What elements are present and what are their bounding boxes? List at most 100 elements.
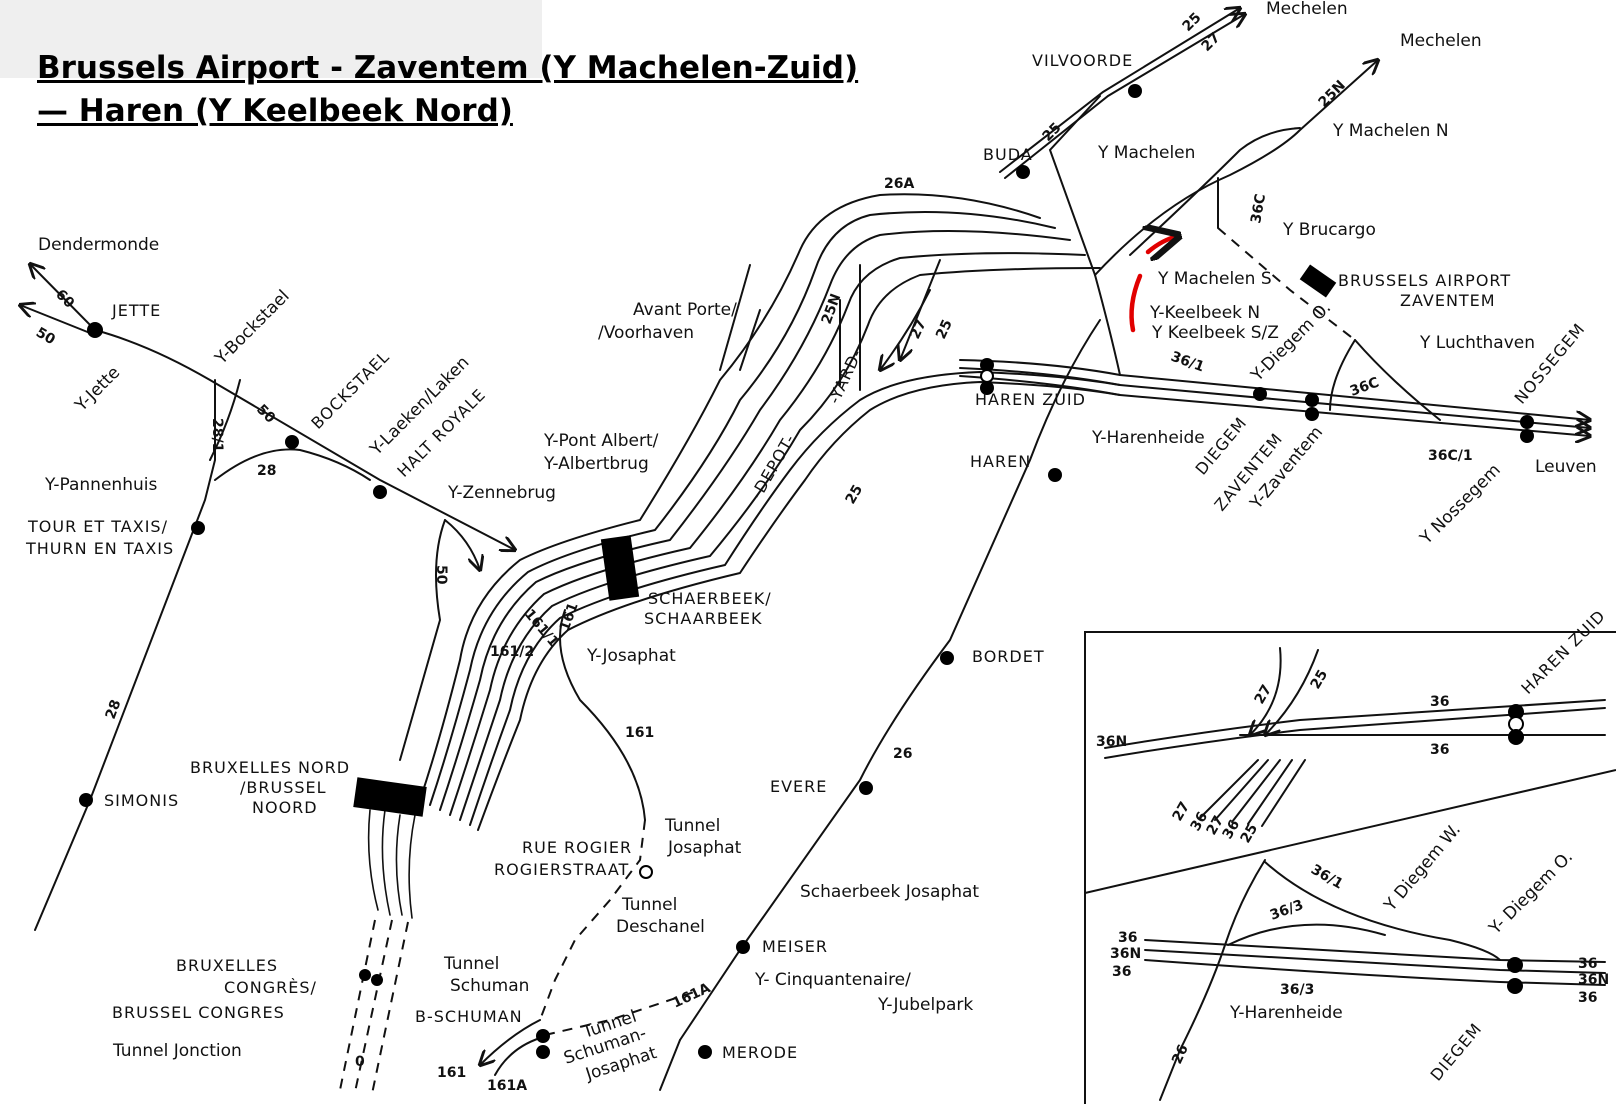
label-y-brucargo: Y Brucargo	[1282, 220, 1376, 240]
label-l161-2: 161/2	[490, 644, 534, 660]
label-b27: 27	[1170, 799, 1194, 824]
label-tunnel-deschanel-1: Tunnel	[621, 895, 677, 915]
label-l36-1: 36/1	[1308, 862, 1346, 893]
map-subtitle: — Haren (Y Keelbeek Nord)	[37, 93, 513, 129]
label-l27a: 27	[1199, 30, 1224, 55]
label-l25: 25	[1308, 667, 1332, 692]
label-bruxelles-congres-3: BRUSSEL CONGRES	[112, 1003, 285, 1022]
highlight-y-keelbeek	[1129, 273, 1143, 333]
label-l50: 50	[33, 325, 58, 349]
label-tunnel-deschanel-2: Deschanel	[616, 917, 705, 937]
title-background	[0, 0, 542, 78]
label-buda: BUDA	[983, 145, 1033, 164]
label-l36c-top: 36C	[1248, 193, 1269, 225]
label-l25n-top: 25N	[1316, 77, 1349, 110]
label-bruxelles-nord-1: BRUXELLES NORD	[190, 758, 350, 777]
label-y-josaphat: Y-Josaphat	[586, 646, 676, 666]
label-tunnel-schuman-2: Schuman	[450, 976, 529, 996]
label-zaventem-airport: ZAVENTEM	[1400, 291, 1496, 310]
label-l0: 0	[355, 1054, 365, 1070]
label-tunnel-schuman-1: Tunnel	[443, 954, 499, 974]
tracks-bruxelles-nord	[339, 809, 416, 1095]
place-labels: Mechelen Mechelen VILVOORDE BUDA Y Mache…	[25, 0, 1597, 1085]
label-l26: 26	[1169, 1042, 1192, 1066]
label-b-schuman: B-SCHUMAN	[415, 1007, 523, 1026]
label-l161a-bottom: 161A	[487, 1078, 527, 1094]
label-bockstael: BOCKSTAEL	[307, 347, 393, 433]
label-y-machelen-s: Y Machelen S	[1157, 269, 1272, 289]
label-haren-zuid: HAREN ZUID	[975, 390, 1086, 409]
schaerbeek-station-block	[600, 535, 640, 601]
label-l26a: 26A	[884, 176, 914, 192]
label-right-36n: 36N	[1578, 972, 1609, 988]
label-l36-3: 36/3	[1268, 897, 1306, 924]
label-dendermonde: Dendermonde	[38, 235, 159, 255]
label-tour-taxis-2: THURN EN TAXIS	[25, 539, 174, 558]
label-haren-zuid: HAREN ZUID	[1517, 606, 1609, 698]
label-tunnel-josaphat-1: Tunnel	[664, 816, 720, 836]
label-avant-porte: Avant Porte/	[633, 300, 737, 320]
tracks-west	[20, 264, 515, 931]
label-tour-taxis-1: TOUR ET TAXIS/	[27, 517, 168, 536]
label-l36b: 36	[1430, 742, 1449, 758]
label-halt-royale: HALT ROYALE	[393, 385, 489, 481]
label-mechelen-top: Mechelen	[1266, 0, 1348, 19]
label-left-36a: 36	[1118, 930, 1137, 946]
label-l36-1: 36/1	[1169, 349, 1207, 376]
label-evere: EVERE	[770, 777, 827, 796]
label-y-machelen-n: Y Machelen N	[1332, 121, 1449, 141]
tracks-line-161	[480, 609, 701, 1076]
label-rue-rogier: RUE ROGIER	[522, 838, 632, 857]
label-schaerbeek-2: SCHAARBEEK	[644, 609, 763, 628]
label-bordet: BORDET	[972, 647, 1045, 666]
label-brussels-airport: BRUSSELS AIRPORT	[1338, 271, 1511, 290]
label-y-jette: Y-Jette	[71, 363, 125, 417]
label-y-pont-albert-1: Y-Pont Albert/	[543, 431, 659, 451]
label-y-machelen: Y Machelen	[1097, 143, 1195, 163]
label-meiser: MEISER	[762, 937, 828, 956]
label-l161-bottom: 161	[437, 1065, 466, 1081]
label-bruxelles-congres-1: BRUXELLES	[176, 956, 278, 975]
label-right-36a: 36	[1578, 956, 1597, 972]
label-y-harenheide: Y-Harenheide	[1091, 428, 1205, 448]
label-l28: 28	[257, 463, 276, 479]
label-y-cinquantenaire-1: Y- Cinquantenaire/	[754, 970, 911, 990]
label-y-diegem-o: Y- Diegem O.	[1485, 847, 1577, 939]
label-l50c: 50	[433, 565, 449, 585]
label-leuven: Leuven	[1535, 457, 1597, 477]
label-l27: 27	[907, 317, 930, 341]
label-y-keelbeek-n: Y-Keelbeek N	[1149, 303, 1260, 323]
label-y-diegem-w: Y Diegem W.	[1380, 820, 1465, 916]
label-y-pannenhuis: Y-Pannenhuis	[44, 475, 157, 495]
label-voorhaven: /Voorhaven	[598, 323, 694, 343]
label-tunnel-josaphat-2: Josaphat	[667, 838, 742, 858]
label-schaerbeek-josaphat: Schaerbeek Josaphat	[800, 882, 979, 902]
label-rogierstraat: ROGIERSTRAAT	[494, 860, 629, 879]
inset-haren-zuid: 27 25 36 36 36N HAREN ZUID 27 36 27 36 2…	[1096, 606, 1609, 846]
label-y-nossegem: Y Nossegem	[1416, 460, 1505, 549]
highlight-y-machelen-s	[1148, 236, 1178, 252]
tracks-yard-bundle	[419, 193, 1121, 831]
label-left-36n: 36N	[1110, 946, 1141, 962]
label-y-keelbeek-sz: Y Keelbeek S/Z	[1151, 323, 1279, 343]
label-jette: JETTE	[111, 301, 161, 320]
map-title: Brussels Airport - Zaventem (Y Machelen-…	[37, 50, 859, 86]
label-diegem: DIEGEM	[1427, 1019, 1486, 1084]
label-bruxelles-congres-2: CONGRÈS/	[224, 978, 317, 997]
label-l28-low: 28	[103, 698, 125, 722]
label-l36-3b: 36/3	[1280, 982, 1314, 998]
label-l25: 25	[933, 317, 956, 341]
label-tunnel-jonction: Tunnel Jonction	[112, 1041, 242, 1061]
insets	[1084, 631, 1616, 1104]
label-schaerbeek-1: SCHAERBEEK/	[648, 589, 772, 608]
label-y-zennebrug: Y-Zennebrug	[447, 483, 556, 503]
label-merode: MERODE	[722, 1043, 798, 1062]
label-l36n: 36N	[1096, 734, 1127, 750]
label-left-36b: 36	[1112, 964, 1131, 980]
label-l26: 26	[893, 746, 912, 762]
label-y-pont-albert-2: Y-Albertbrug	[543, 454, 649, 474]
label-haren: HAREN	[970, 452, 1031, 471]
label-y-bockstael: Y-Bockstael	[211, 286, 294, 369]
label-simonis: SIMONIS	[104, 791, 179, 810]
